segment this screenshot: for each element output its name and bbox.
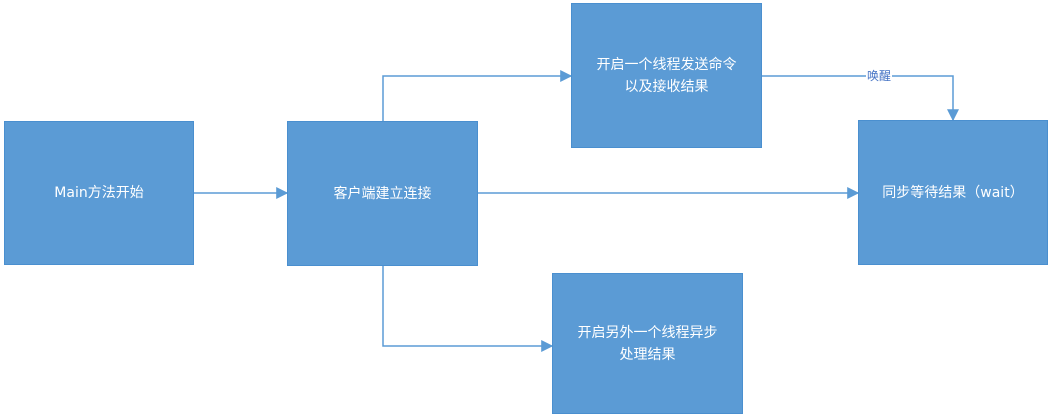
node-send-thread: 开启一个线程发送命令 以及接收结果 (571, 3, 762, 148)
node-sync-wait: 同步等待结果（wait） (858, 120, 1048, 265)
edge-connect-to-async-thread (382, 266, 554, 352)
edge-connect-to-send-thread (382, 70, 573, 121)
edge-label-wake: 唤醒 (866, 69, 893, 83)
node-main-start: Main方法开始 (4, 121, 194, 265)
edge-send-thread-wake-wait (762, 75, 959, 122)
node-async-thread: 开启另外一个线程异步 处理结果 (552, 273, 743, 414)
node-client-connect: 客户端建立连接 (287, 121, 478, 266)
